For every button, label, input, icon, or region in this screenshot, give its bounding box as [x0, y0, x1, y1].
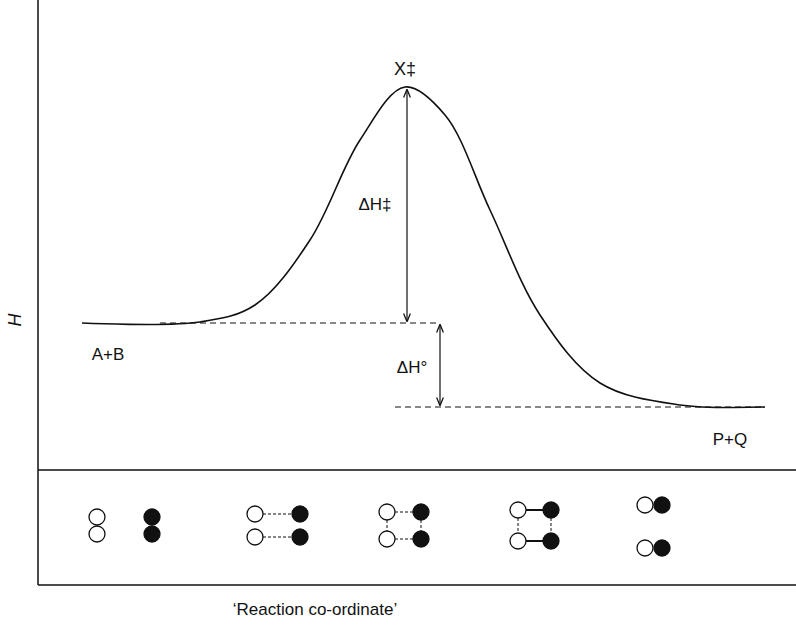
atom — [89, 526, 105, 542]
delta-h-label: ΔH° — [397, 359, 427, 378]
atom — [413, 531, 429, 547]
axis-label: ‘Reaction co-ordinate’ — [233, 601, 397, 620]
atom — [247, 506, 263, 522]
energy-curve — [82, 87, 765, 408]
bond-line — [395, 512, 413, 513]
atom — [510, 502, 526, 518]
atom — [543, 502, 559, 518]
atom — [292, 529, 308, 545]
bond-line — [395, 539, 413, 540]
bond-line — [526, 540, 543, 542]
bond-line — [526, 509, 543, 511]
panel-divider — [38, 469, 796, 471]
reactant-level — [160, 323, 440, 324]
y-axis — [37, 0, 39, 585]
atom — [379, 531, 395, 547]
atom — [247, 529, 263, 545]
bond-line — [421, 520, 422, 531]
atom — [379, 504, 395, 520]
x-axis — [38, 584, 796, 586]
atom — [144, 509, 160, 525]
atom — [144, 526, 160, 542]
atom — [89, 509, 105, 525]
delta-h-label: ΔH‡ — [358, 196, 391, 215]
atom — [654, 540, 670, 556]
atom — [413, 504, 429, 520]
species-label: A+B — [92, 346, 125, 365]
atom — [637, 497, 653, 513]
atom — [654, 497, 670, 513]
bond-line — [263, 537, 292, 538]
atom — [510, 533, 526, 549]
axis-label: H — [6, 314, 26, 327]
atom — [543, 533, 559, 549]
atom — [637, 540, 653, 556]
transition-state-label: X‡ — [394, 60, 416, 80]
bond-line — [387, 520, 388, 531]
activation-arrow — [406, 90, 407, 321]
atom — [292, 506, 308, 522]
species-label: P+Q — [713, 431, 748, 450]
bond-line — [551, 518, 552, 533]
molecule-sketches — [89, 497, 670, 556]
enthalpy-arrow — [439, 325, 440, 405]
bond-line — [263, 514, 292, 515]
bond-line — [518, 518, 519, 533]
